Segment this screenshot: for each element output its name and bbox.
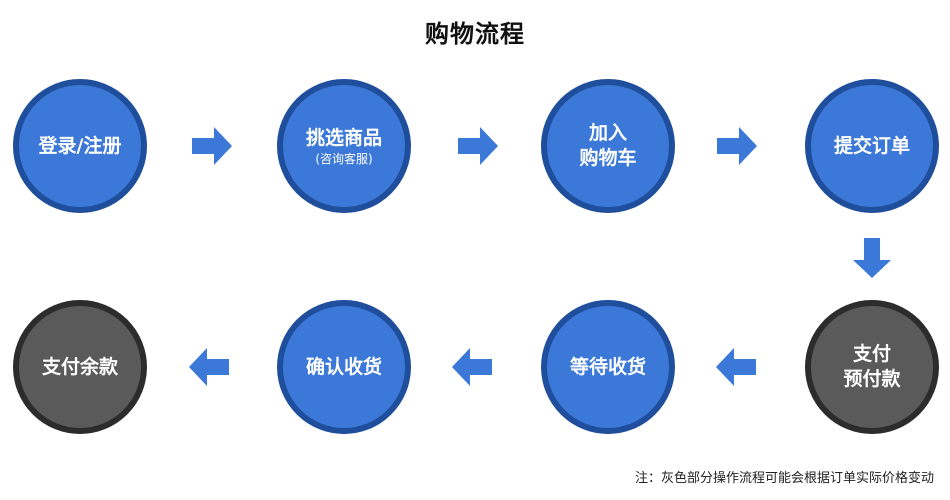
footnote: 注：灰色部分操作流程可能会根据订单实际价格变动 <box>634 471 934 486</box>
step-add-to-cart: 加入 购物车 <box>541 79 675 213</box>
step-login-register: 登录/注册 <box>13 79 147 213</box>
step-pay-deposit: 支付 预付款 <box>805 300 939 434</box>
step-sublabel: (咨询客服) <box>315 151 373 166</box>
arrow-right-icon <box>458 127 498 165</box>
step-label-line2: 预付款 <box>843 368 901 390</box>
arrow-right-icon <box>192 127 232 165</box>
step-label: 挑选商品 <box>305 126 382 149</box>
arrow-left-icon <box>189 348 229 386</box>
step-label: 提交订单 <box>833 134 910 157</box>
step-select-product: 挑选商品 (咨询客服) <box>277 79 411 213</box>
arrow-right-icon <box>717 127 757 165</box>
step-await-delivery: 等待收货 <box>541 300 675 434</box>
step-submit-order: 提交订单 <box>805 79 939 213</box>
step-confirm-receipt: 确认收货 <box>277 300 411 434</box>
step-label-line2: 购物车 <box>579 147 637 169</box>
step-pay-balance: 支付余款 <box>13 300 147 434</box>
step-label: 支付余款 <box>41 355 118 378</box>
arrow-left-icon <box>452 348 492 386</box>
arrow-left-icon <box>716 348 756 386</box>
step-label: 确认收货 <box>305 355 382 378</box>
arrow-down-icon <box>853 238 891 278</box>
step-label: 登录/注册 <box>38 134 122 157</box>
step-label: 加入 <box>588 122 627 144</box>
diagram-title: 购物流程 <box>425 20 525 48</box>
step-label: 支付 <box>852 343 891 365</box>
step-label: 等待收货 <box>569 355 646 378</box>
